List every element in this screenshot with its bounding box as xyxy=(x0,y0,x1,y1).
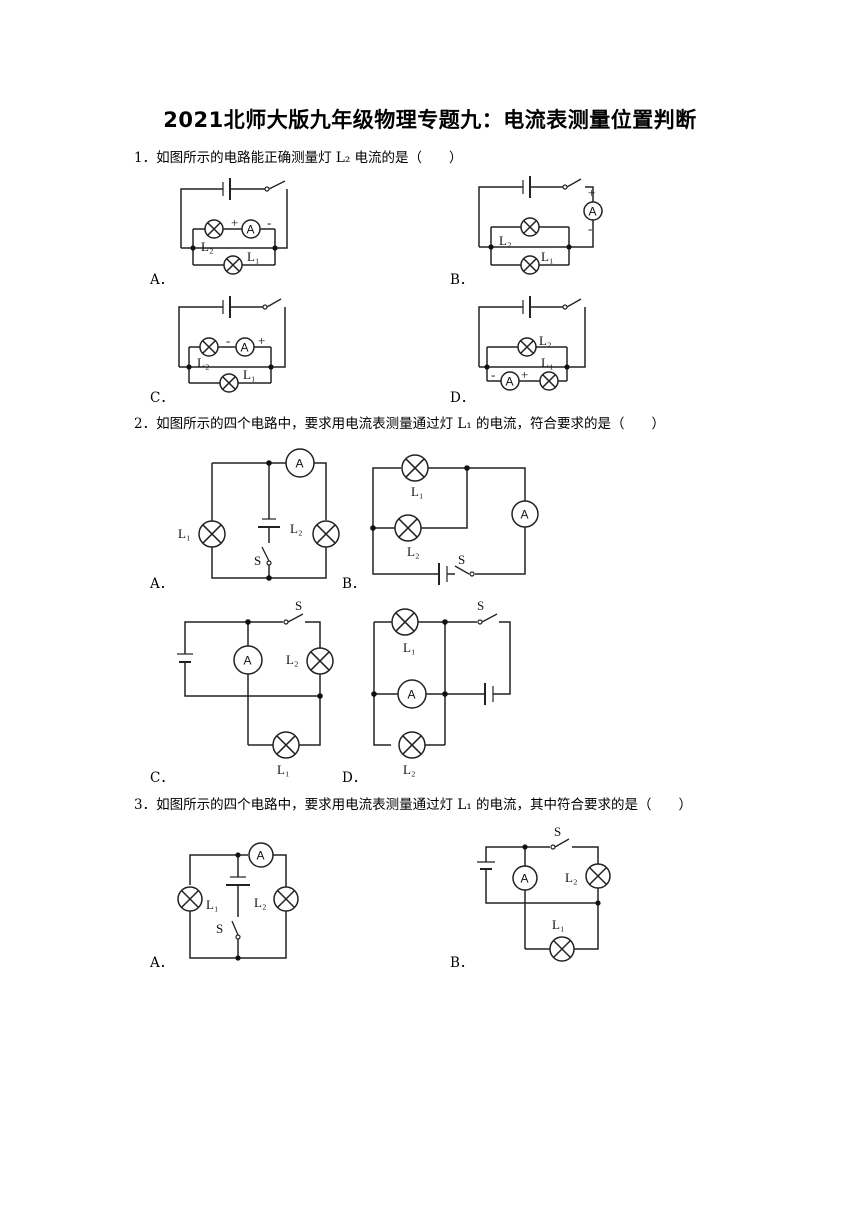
q2-circuit-d: A L₁ L₂ S xyxy=(371,598,511,777)
q3-circuit-b: A L₂ L₁ S xyxy=(477,824,611,962)
svg-text:A: A xyxy=(589,205,597,219)
svg-text:A: A xyxy=(521,872,529,886)
question-1-text: 1．如图所示的电路能正确测量灯 L₂ 电流的是（ ） xyxy=(134,150,463,166)
q2-option-d[interactable]: D． xyxy=(342,770,367,786)
svg-text:L₂: L₂ xyxy=(254,895,266,910)
svg-text:+: + xyxy=(258,333,265,348)
q3-circuit-a: A L₁ L₂ S xyxy=(177,842,299,961)
q2-option-b[interactable]: B． xyxy=(342,576,366,592)
svg-text:A: A xyxy=(506,375,514,389)
page-title: 2021北师大版九年级物理专题九：电流表测量位置判断 xyxy=(163,108,697,132)
q1-circuit-b: A + - L₂ L₁ xyxy=(478,176,603,275)
q1-option-d[interactable]: D． xyxy=(450,390,475,406)
svg-text:L₁: L₁ xyxy=(277,762,289,777)
svg-text:L₂: L₂ xyxy=(403,762,415,777)
q2-circuit-b: A L₁ L₂ S xyxy=(370,454,539,585)
q1-option-b[interactable]: B． xyxy=(450,272,474,288)
svg-text:L₂: L₂ xyxy=(499,233,511,248)
svg-text:L₂: L₂ xyxy=(539,333,551,348)
svg-text:-: - xyxy=(491,367,495,382)
q1-circuit-a: A + - L₂ L₁ xyxy=(180,178,288,275)
q1-option-a[interactable]: A． xyxy=(150,272,174,288)
svg-text:+: + xyxy=(521,367,528,382)
svg-text:A: A xyxy=(521,508,529,522)
q1-circuit-d: A - + L₂ L₁ xyxy=(478,296,586,391)
svg-text:A: A xyxy=(296,457,304,471)
svg-text:L₁: L₁ xyxy=(247,249,259,264)
svg-text:A: A xyxy=(257,849,265,863)
svg-text:L₂: L₂ xyxy=(197,355,209,370)
svg-text:S: S xyxy=(216,921,223,936)
svg-text:-: - xyxy=(226,333,230,348)
svg-text:A: A xyxy=(247,223,255,237)
svg-text:S: S xyxy=(295,598,302,613)
svg-text:+: + xyxy=(588,185,595,200)
q1-circuit-c: A - + L₂ L₁ xyxy=(178,296,286,393)
question-3-text: 3．如图所示的四个电路中，要求用电流表测量通过灯 L₁ 的电流，其中符合要求的是… xyxy=(134,797,693,813)
svg-text:S: S xyxy=(458,552,465,567)
svg-text:A: A xyxy=(241,341,249,355)
svg-text:L₁: L₁ xyxy=(243,367,255,382)
q3-option-b[interactable]: B． xyxy=(450,955,474,971)
svg-text:L₁: L₁ xyxy=(541,355,553,370)
svg-text:L₁: L₁ xyxy=(552,917,564,932)
q2-circuit-a: A L₁ L₂ S xyxy=(178,448,340,581)
svg-text:L₁: L₁ xyxy=(411,484,423,499)
junction-dot-icon xyxy=(190,245,196,251)
svg-text:L₂: L₂ xyxy=(201,239,213,254)
svg-text:L₂: L₂ xyxy=(290,521,302,536)
svg-text:L₂: L₂ xyxy=(407,544,419,559)
svg-text:L₁: L₁ xyxy=(178,526,190,541)
svg-text:S: S xyxy=(254,553,261,568)
svg-text:L₁: L₁ xyxy=(541,249,553,264)
q3-option-a[interactable]: A． xyxy=(150,955,174,971)
ammeter-icon xyxy=(241,219,261,239)
svg-text:-: - xyxy=(267,215,271,230)
svg-text:A: A xyxy=(244,654,252,668)
svg-text:S: S xyxy=(554,824,561,839)
question-2-text: 2．如图所示的四个电路中，要求用电流表测量通过灯 L₁ 的电流，符合要求的是（ … xyxy=(134,416,666,432)
svg-text:L₁: L₁ xyxy=(403,640,415,655)
q2-option-c[interactable]: C． xyxy=(150,770,174,786)
svg-text:S: S xyxy=(477,598,484,613)
q2-option-a[interactable]: A． xyxy=(150,576,174,592)
svg-text:L₁: L₁ xyxy=(206,897,218,912)
svg-text:L₂: L₂ xyxy=(565,870,577,885)
svg-text:-: - xyxy=(588,221,592,236)
switch-icon xyxy=(268,180,286,190)
q1-option-c[interactable]: C． xyxy=(150,390,174,406)
svg-text:L₂: L₂ xyxy=(286,652,298,667)
svg-text:+: + xyxy=(231,215,238,230)
q2-circuit-c: A L₂ L₁ S xyxy=(177,598,334,777)
svg-text:A: A xyxy=(408,688,416,702)
